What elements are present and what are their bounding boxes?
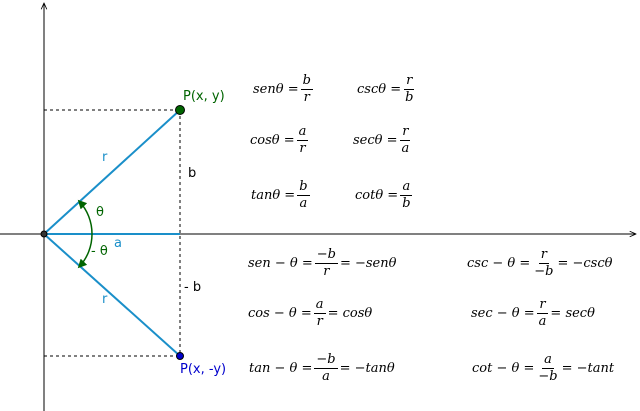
origin-point	[40, 230, 48, 238]
fraction: a−b	[538, 352, 558, 384]
label-b: b	[188, 166, 197, 181]
segment-r-upper	[43, 109, 181, 235]
angle-neg-theta-arc	[77, 233, 93, 269]
fraction: r−b	[534, 247, 554, 279]
label-theta: θ	[96, 205, 104, 220]
point-p-lower	[176, 352, 184, 360]
segment-r-lower	[43, 233, 181, 357]
formula-cot-neg: cot − θ = a−b = −tant	[472, 352, 615, 384]
label-a: a	[114, 236, 122, 251]
point-p-upper	[175, 105, 185, 115]
label-neg-b: - b	[184, 280, 202, 295]
label-r-lower: r	[102, 292, 108, 307]
label-neg-theta: - θ	[91, 244, 108, 259]
formula-csc-neg: csc − θ = r−b = −cscθ	[467, 247, 613, 279]
point-label-upper: P(x, y)	[183, 89, 225, 104]
point-label-lower: P(x, -y)	[180, 362, 227, 377]
angle-theta-arc	[77, 199, 93, 235]
label-r-upper: r	[102, 150, 108, 165]
